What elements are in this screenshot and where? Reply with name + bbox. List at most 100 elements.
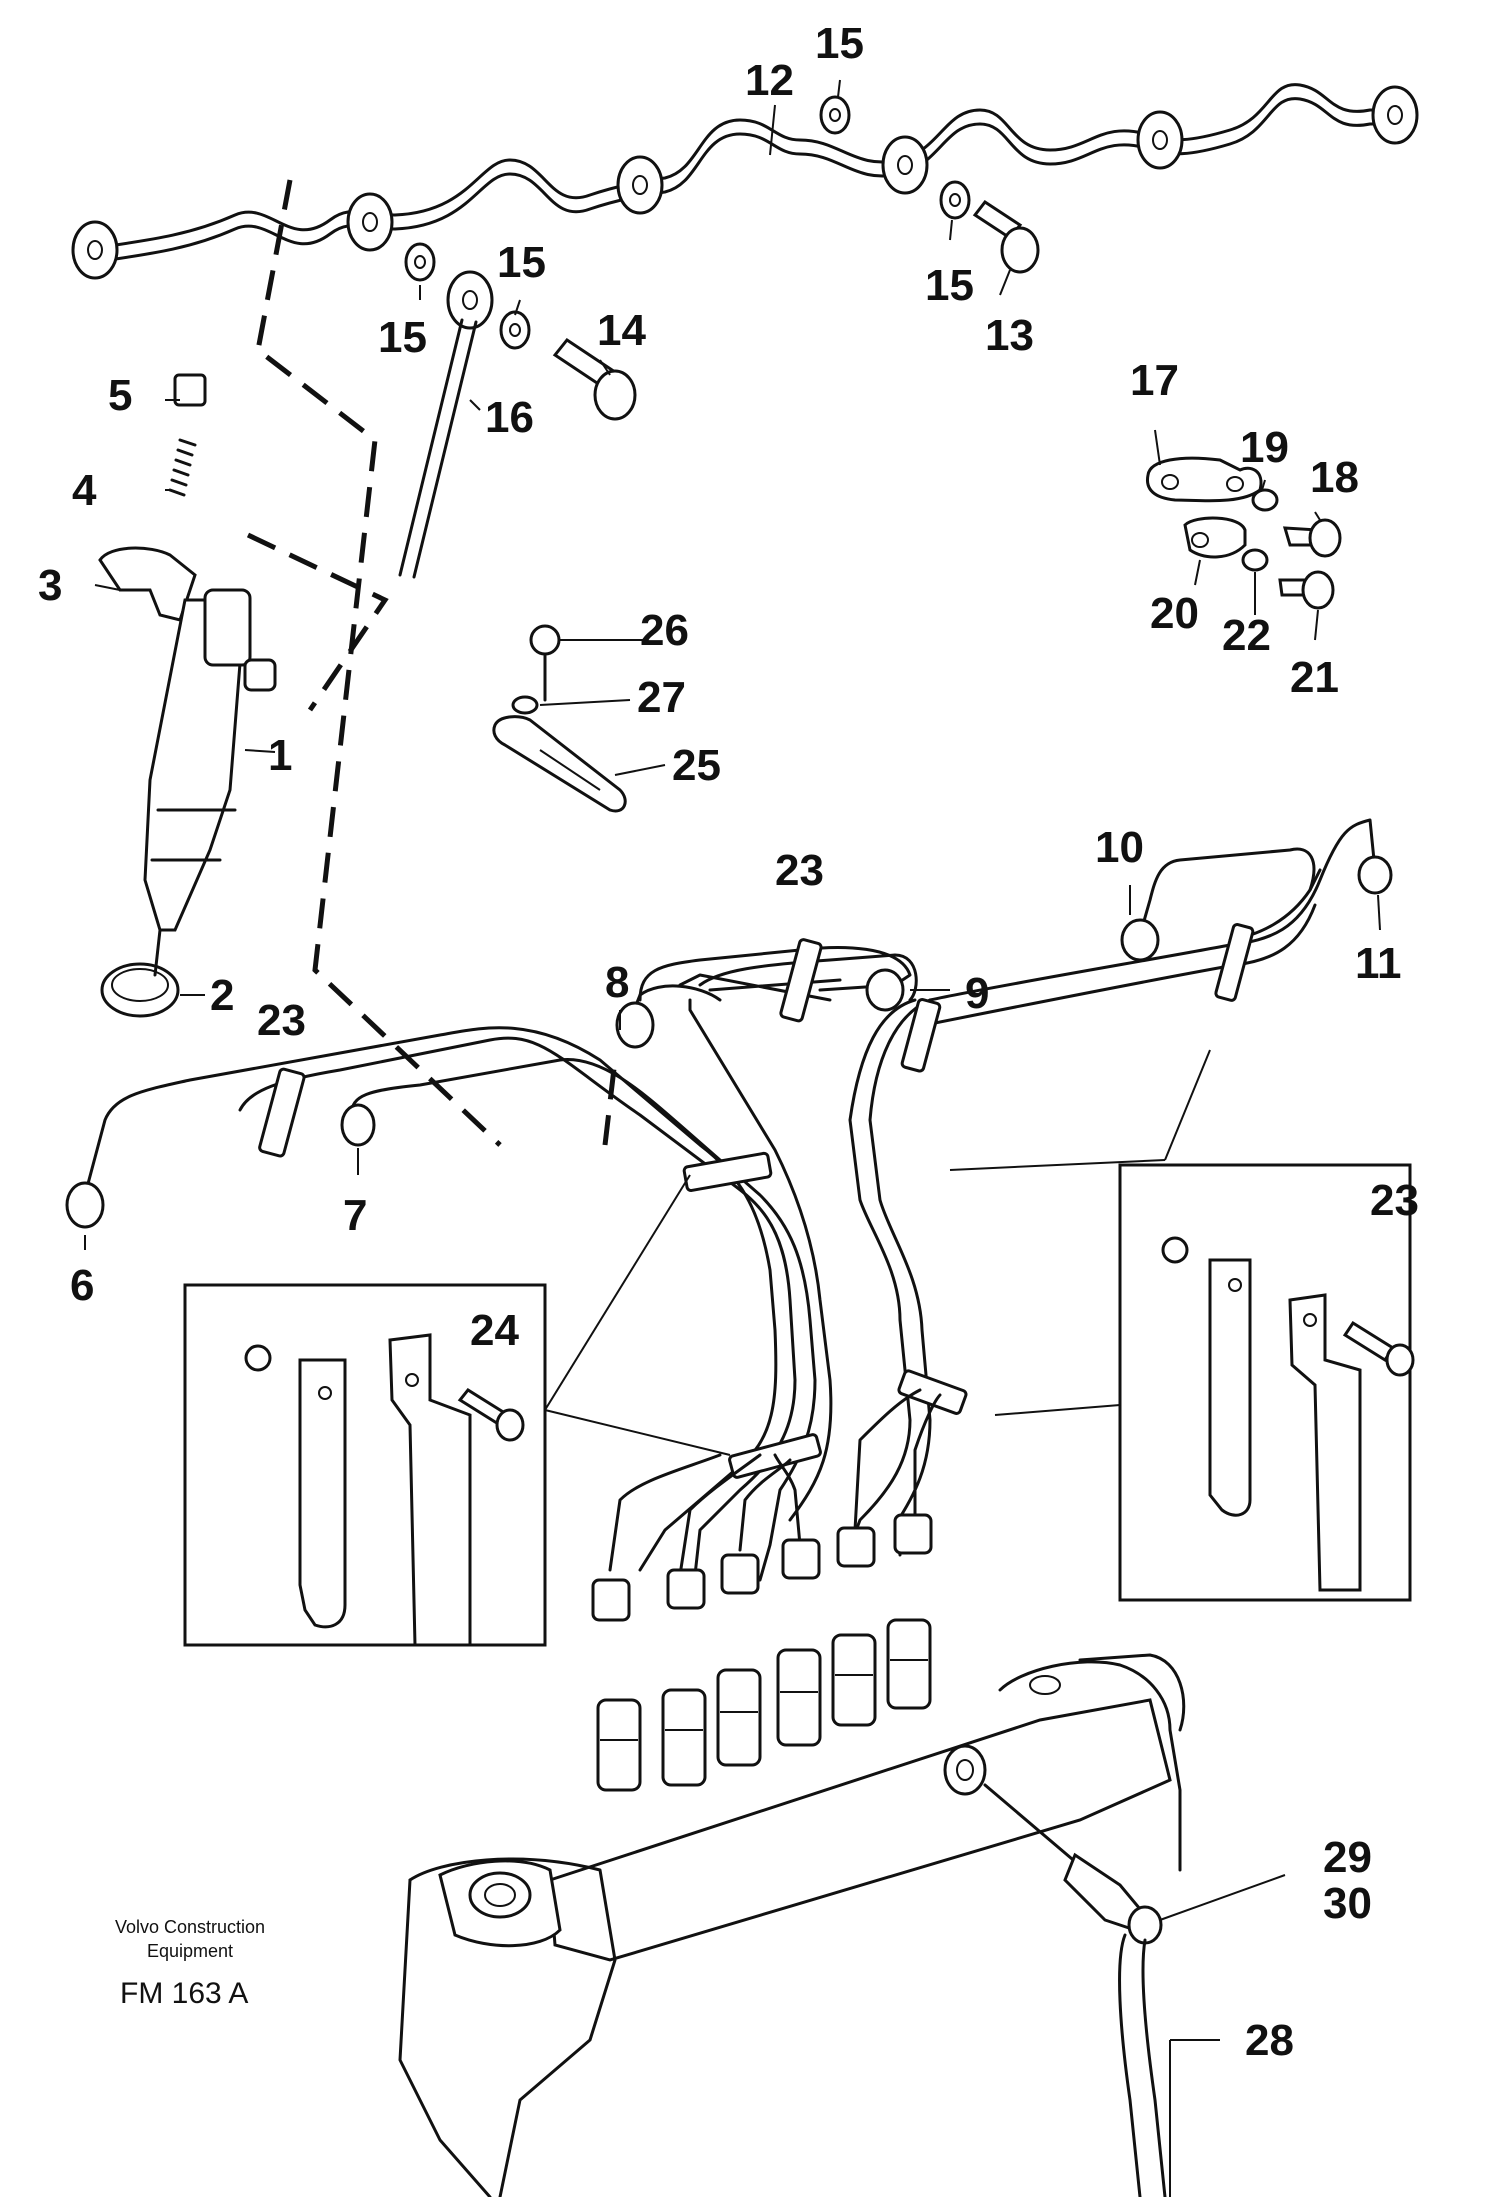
callout-9: 9: [965, 969, 989, 1018]
washer-19: [1251, 488, 1279, 512]
callout-5: 5: [108, 371, 132, 420]
pipe-nut: [591, 1578, 631, 1622]
callout-23-left: 23: [257, 996, 306, 1045]
pipe-nut-10: [1120, 918, 1160, 962]
delivery-valve: [776, 1648, 822, 1747]
pipe-nut: [836, 1526, 876, 1568]
pipe-nut-11: [1357, 855, 1393, 895]
callout-15-right: 15: [925, 261, 974, 310]
footer: Volvo Construction Equipment FM 163 A: [115, 1917, 265, 2010]
washer: [404, 242, 436, 282]
clamp-20: [1183, 516, 1247, 559]
inset-box-24: 24: [183, 1283, 547, 1647]
pipe-clamp: [779, 938, 823, 1023]
pipe-clamp: [682, 1151, 773, 1192]
callout-23-mid: 23: [775, 846, 824, 895]
pump-pipe-ends: [591, 1388, 942, 1622]
callout-14: 14: [597, 306, 646, 355]
banjo-fitting: [881, 135, 929, 195]
screw-26: [529, 624, 561, 656]
washer-27: [511, 695, 539, 715]
callout-29: 29: [1323, 1833, 1372, 1882]
pipe-clamp: [1214, 923, 1255, 1002]
injector-assembly: [98, 373, 277, 1018]
delivery-valve: [716, 1668, 762, 1767]
callout-26: 26: [640, 606, 689, 655]
injection-pump: [398, 1618, 1186, 2197]
top-line-hardware: [398, 95, 1040, 579]
banjo-fitting: [346, 192, 394, 252]
callout-10: 10: [1095, 823, 1144, 872]
delivery-valve: [886, 1618, 932, 1710]
callout-1: 1: [268, 731, 292, 780]
pipe-nut: [893, 1513, 933, 1555]
delivery-valve: [661, 1688, 707, 1787]
leak-off-line: [71, 83, 1419, 280]
callout-15-mid: 15: [497, 238, 546, 287]
banjo-fitting: [1136, 110, 1184, 170]
callout-12: 12: [745, 56, 794, 105]
callout-4: 4: [72, 466, 97, 515]
banjo-fitting: [71, 220, 119, 280]
pipe-nut-7: [340, 1103, 376, 1147]
callout-16: 16: [485, 393, 534, 442]
brand-line-2: Equipment: [147, 1941, 233, 1961]
callout-13: 13: [985, 311, 1034, 360]
callout-20: 20: [1150, 589, 1199, 638]
washer: [499, 310, 531, 350]
delivery-valve: [596, 1698, 642, 1792]
washer: [939, 180, 971, 220]
bracket-assembly: [1145, 456, 1342, 610]
callout-18: 18: [1310, 453, 1359, 502]
pipe-clamp: [258, 1067, 306, 1158]
banjo-fitting: [446, 270, 494, 330]
banjo-fitting: [616, 155, 664, 215]
callout-25: 25: [672, 741, 721, 790]
pipe-nut-9: [865, 968, 905, 1012]
pipe-nut: [666, 1568, 706, 1610]
pipe-nut-6: [65, 1181, 105, 1229]
clamp-3: [98, 546, 197, 622]
callout-30: 30: [1323, 1879, 1372, 1928]
pipe-nut-8: [615, 1001, 655, 1049]
pipe-clamp: [900, 998, 942, 1073]
callout-6: 6: [70, 1261, 94, 1310]
callout-15-top: 15: [815, 19, 864, 68]
leak-pipe-16: [398, 318, 464, 577]
callout-19: 19: [1240, 423, 1289, 472]
callout-27: 27: [637, 673, 686, 722]
sealing-ring-2: [100, 962, 180, 1018]
callout-22: 22: [1222, 611, 1271, 660]
banjo-fitting: [1371, 85, 1419, 145]
bracket-25-assembly: [492, 624, 627, 813]
callout-24-box: 24: [470, 1306, 519, 1355]
delivery-pipes: [65, 818, 1393, 1582]
callout-28: 28: [1245, 2016, 1294, 2065]
callout-23-box: 23: [1370, 1176, 1419, 1225]
banjo-bolt-14: [552, 337, 637, 421]
washer-22: [1241, 548, 1269, 572]
banjo-bolt-13: [972, 199, 1040, 274]
brand-line-1: Volvo Construction: [115, 1917, 265, 1937]
pipe-nut: [720, 1553, 760, 1595]
cap-nut-5: [173, 373, 207, 407]
washer: [819, 95, 851, 135]
callout-8: 8: [605, 958, 629, 1007]
callout-17: 17: [1130, 356, 1179, 405]
callouts: 1 2 3 4 5 6 7 8 9 10 11 12 13 14 15 15 1…: [38, 19, 1402, 2065]
pipe-nut: [781, 1538, 821, 1580]
callout-11: 11: [1355, 939, 1402, 988]
figure-code: FM 163 A: [120, 1977, 248, 2010]
callout-3: 3: [38, 561, 62, 610]
injector-nozzle-holder: [203, 588, 252, 667]
callout-15-left: 15: [378, 313, 427, 362]
inset-box-23: 23: [1118, 1163, 1419, 1602]
spring-4: [168, 438, 197, 497]
leader-lines: [84, 79, 1381, 2197]
callout-21: 21: [1290, 653, 1339, 702]
callout-2: 2: [210, 971, 234, 1020]
callout-7: 7: [343, 1191, 367, 1240]
delivery-valve: [831, 1633, 877, 1727]
pipe-clamp: [897, 1369, 968, 1415]
